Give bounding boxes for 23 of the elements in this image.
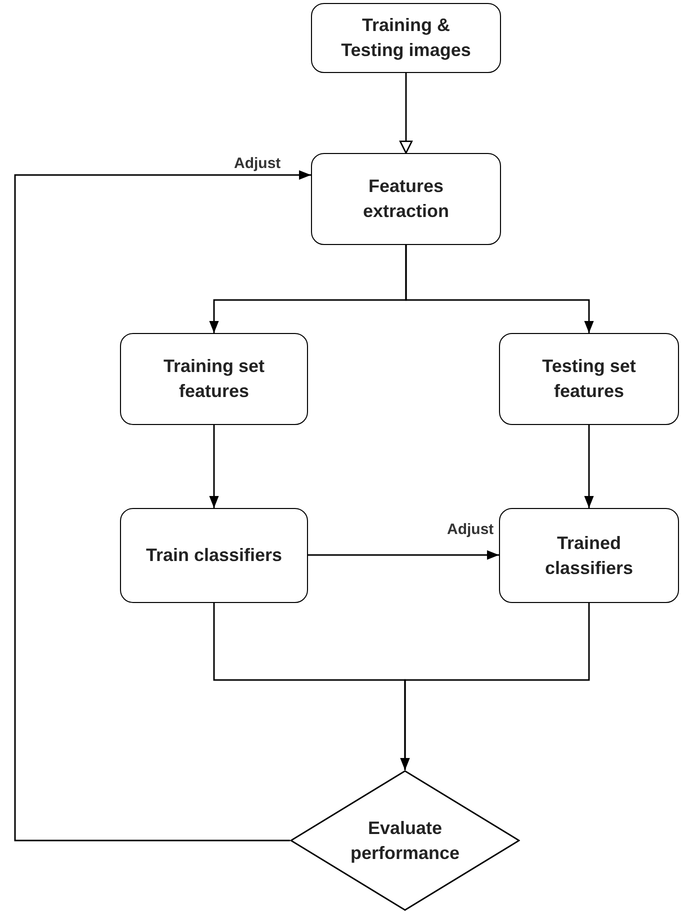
node-label: Training set features	[162, 355, 266, 403]
arrow	[584, 425, 594, 508]
process-box	[499, 508, 679, 603]
arrow	[405, 245, 594, 333]
node-label: Trained classifiers	[544, 532, 634, 580]
process-box	[120, 333, 308, 425]
node-label: Features extraction	[362, 175, 450, 223]
process-box	[499, 333, 679, 425]
arrow	[308, 550, 499, 560]
arrow	[14, 170, 311, 842]
node-label: Evaluate performance	[349, 816, 461, 865]
arrow	[400, 603, 590, 770]
arrow	[209, 425, 219, 508]
process-box	[311, 3, 501, 73]
node-label: Train classifiers	[144, 544, 284, 567]
node-label: Testing set features	[541, 355, 637, 403]
decision-diamond	[290, 770, 520, 911]
edge-label: Adjust	[447, 521, 494, 539]
process-box	[311, 153, 501, 245]
arrow	[399, 73, 413, 154]
process-box	[120, 508, 308, 603]
edge-label: Adjust	[234, 155, 281, 173]
node-label: Training & Testing images	[340, 14, 472, 62]
